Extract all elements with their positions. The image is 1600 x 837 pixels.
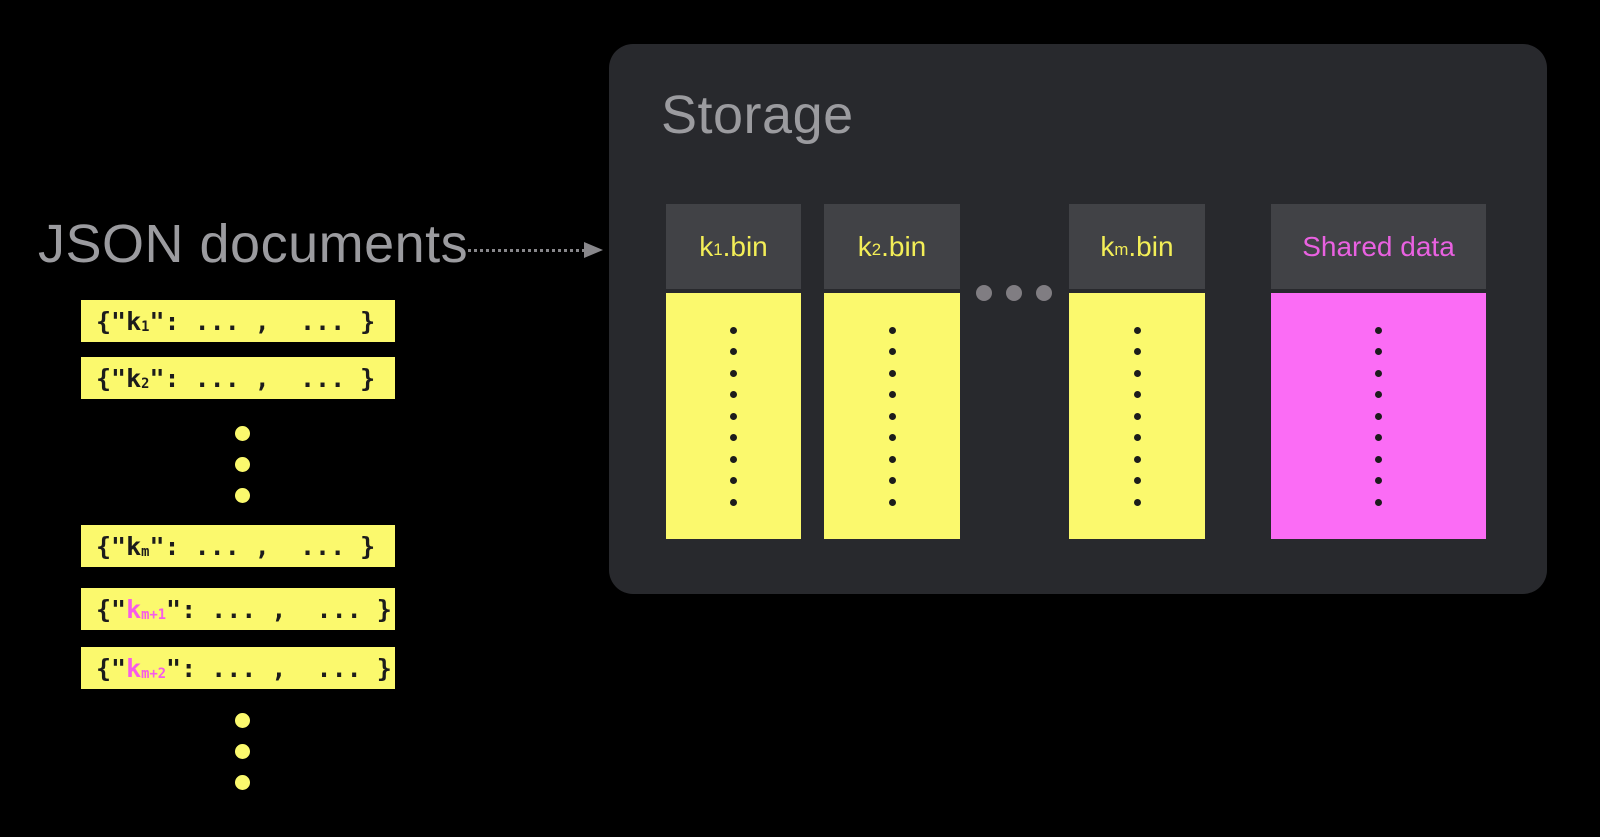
dot	[730, 391, 737, 398]
dot	[888, 498, 896, 506]
dot	[888, 412, 896, 420]
dot	[1375, 477, 1382, 484]
dot	[1006, 285, 1022, 301]
doc-close-text: ": ... , ... }	[149, 531, 376, 561]
dot	[888, 477, 896, 484]
dot	[888, 348, 896, 355]
dot	[888, 326, 896, 334]
doc-open-brace: {"	[96, 306, 127, 336]
storage-column-header: Shared data	[1271, 204, 1486, 289]
json-document-row-km2: {"km+2": ... , ... }	[81, 647, 395, 689]
column-label-subscript: 1	[713, 239, 723, 259]
doc-close-text: ": ... , ... }	[166, 653, 392, 683]
dot	[1375, 326, 1382, 334]
arrow-head-icon	[584, 242, 603, 258]
dot	[235, 713, 250, 728]
dot	[235, 457, 250, 472]
doc-close-text: ": ... , ... }	[166, 594, 392, 624]
doc-key-highlighted: km+1	[126, 594, 167, 624]
doc-key: k2	[126, 363, 150, 393]
dot	[1375, 455, 1382, 463]
json-documents-heading: JSON documents	[38, 214, 469, 274]
dot	[1133, 455, 1141, 463]
vertical-ellipsis-icon	[235, 426, 250, 503]
dot	[1036, 285, 1052, 301]
dot	[888, 369, 896, 377]
dot	[235, 426, 250, 441]
dot	[730, 348, 737, 355]
doc-open-brace: {"	[96, 363, 127, 393]
doc-close-text: ": ... , ... }	[149, 363, 376, 393]
dot	[1375, 391, 1382, 398]
doc-open-brace: {"	[96, 594, 127, 624]
dot	[730, 498, 737, 506]
json-document-row-km1: {"km+1": ... , ... }	[81, 588, 395, 630]
dot	[730, 412, 737, 420]
json-document-row-km: {"km": ... , ... }	[81, 525, 395, 567]
dot	[235, 775, 250, 790]
dot	[1133, 348, 1141, 355]
dot	[1133, 498, 1141, 506]
doc-key-subscript: m+2	[141, 666, 167, 683]
dot	[1133, 477, 1141, 484]
doc-key-highlighted: km+2	[126, 653, 167, 683]
storage-panel-title: Storage	[661, 85, 854, 145]
dot	[1133, 369, 1141, 377]
doc-open-brace: {"	[96, 653, 127, 683]
json-document-row-k1: {"k1": ... , ... }	[81, 300, 395, 342]
dot	[730, 369, 737, 377]
dot	[235, 744, 250, 759]
dot	[1375, 348, 1382, 355]
dot	[888, 391, 896, 398]
json-document-row-k2: {"k2": ... , ... }	[81, 357, 395, 399]
column-label-subscript: 2	[871, 239, 882, 259]
column-dots-ellipsis-icon	[1271, 293, 1486, 539]
vertical-ellipsis-icon	[235, 713, 250, 790]
arrow-dotted-line	[468, 249, 585, 252]
doc-key-subscript: m	[141, 544, 150, 561]
column-dots-ellipsis-icon	[824, 293, 960, 539]
column-label-subscript: m	[1114, 239, 1129, 259]
doc-open-brace: {"	[96, 531, 127, 561]
doc-key: km	[126, 531, 150, 561]
column-dots-ellipsis-icon	[666, 293, 801, 539]
dot	[1375, 498, 1382, 506]
dot	[730, 434, 737, 441]
dot	[730, 326, 737, 334]
dot	[1133, 326, 1141, 334]
dot	[1375, 434, 1382, 441]
dot	[1375, 369, 1382, 377]
dot	[888, 455, 896, 463]
dot	[1133, 391, 1141, 398]
storage-column-shared-data: Shared data	[1271, 204, 1486, 539]
dot	[730, 477, 737, 484]
doc-key: k1	[126, 306, 150, 336]
horizontal-ellipsis-icon	[976, 285, 1052, 301]
doc-key-subscript: 1	[141, 319, 150, 336]
dot	[1375, 412, 1382, 420]
dot	[235, 488, 250, 503]
column-dots-ellipsis-icon	[1069, 293, 1205, 539]
doc-key-subscript: m+1	[141, 607, 167, 624]
dot	[888, 434, 896, 441]
dot	[1133, 434, 1141, 441]
doc-close-text: ": ... , ... }	[149, 306, 376, 336]
dot	[976, 285, 992, 301]
dot	[1133, 412, 1141, 420]
dot	[730, 455, 737, 463]
doc-key-subscript: 2	[141, 376, 150, 393]
